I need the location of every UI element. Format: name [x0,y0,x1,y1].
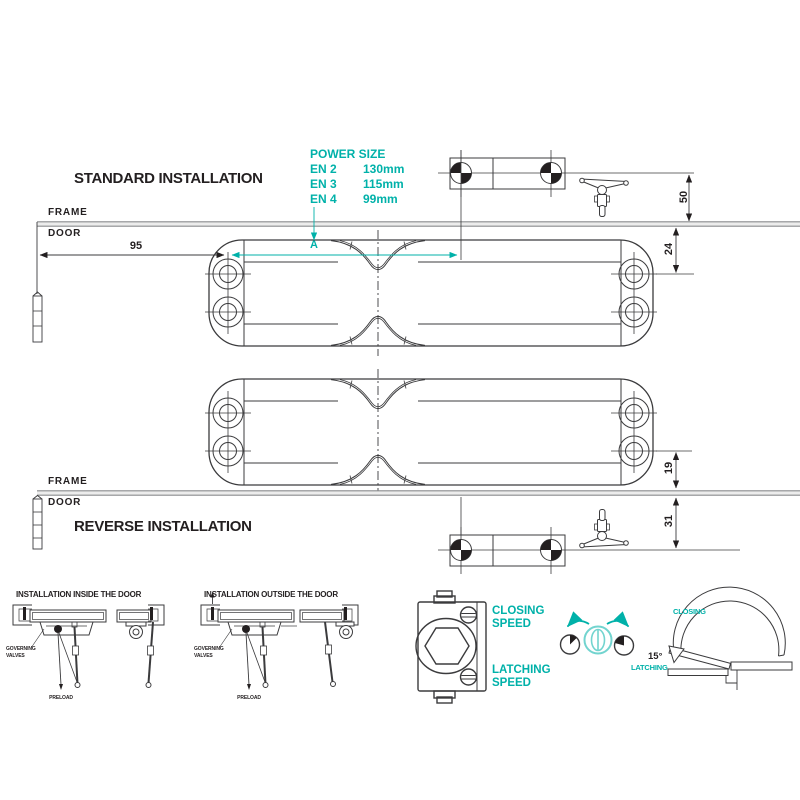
frame-door-junction-standard [36,221,800,227]
dimension-19 [656,450,692,489]
door-hinge-symbol-standard [32,222,43,343]
cross-section-outside-left [200,592,297,691]
dimension-50-value: 50 [678,190,690,204]
dimension-a [231,207,458,259]
mounting-plate-bottom [449,526,566,575]
frame-label-reverse: FRAME [48,476,88,487]
reverse-installation-title: REVERSE INSTALLATION [74,518,252,535]
latching-speed-valve-screw [459,668,478,686]
door-closer-body-standard [204,229,658,357]
dimension-95-value: 95 [129,240,143,252]
valve-screw-head-icon [583,625,613,655]
door-closer-body-reverse [204,368,658,496]
dimension-24-value: 24 [663,242,675,256]
frame-label-standard: FRAME [48,207,88,218]
latching-speed-label: LATCHING SPEED [492,664,551,690]
preload-label-inside: PRELOAD [49,695,73,701]
mounting-plate-top [449,149,566,198]
turn-direction-arrows [566,611,630,628]
door-swing-diagram [667,586,793,690]
preload-label-outside: PRELOAD [237,695,261,701]
closing-speed-valve-screw [459,606,478,624]
swing-angle-label: 15° [648,651,663,662]
swing-closing-label: CLOSING [673,607,706,616]
governing-valves-label-inside: GOVERNING VALVES [6,646,36,659]
inside-door-title: INSTALLATION INSIDE THE DOOR [16,590,142,599]
governing-valves-label-outside: GOVERNING VALVES [194,646,224,659]
power-size-row: EN 4 99mm [310,192,398,206]
arm-shoe-icon-bottom [579,509,629,549]
outside-door-title: INSTALLATION OUTSIDE THE DOOR [204,590,338,599]
arm-shoe-icon-top [579,177,629,217]
valve-block [415,590,487,704]
cross-section-inside-right [116,604,165,688]
dial-slow-icon [559,634,581,655]
power-size-row: EN 2 130mm [310,162,405,176]
dimension-a-value: A [310,239,318,251]
closing-speed-label: CLOSING SPEED [492,605,545,631]
closing-direction-arrow [668,645,685,664]
dimension-19-value: 19 [663,461,675,475]
adjustment-dials [559,611,635,656]
dimension-31-value: 31 [663,514,675,528]
standard-installation-title: STANDARD INSTALLATION [74,170,263,187]
cross-section-outside-right [299,604,359,687]
frame-door-junction-reverse [36,490,800,496]
dial-fast-icon [613,635,635,656]
power-size-table: POWER SIZE EN 2 130mm EN 3 115mm EN 4 99… [310,147,404,207]
swing-latching-label: LATCHING [631,663,668,672]
door-label-reverse: DOOR [48,497,82,508]
power-size-title: POWER SIZE [310,147,386,161]
dimension-24 [656,227,694,275]
power-size-row: EN 3 115mm [310,177,404,191]
door-label-standard: DOOR [48,228,82,239]
door-hinge-symbol-reverse [32,494,43,550]
